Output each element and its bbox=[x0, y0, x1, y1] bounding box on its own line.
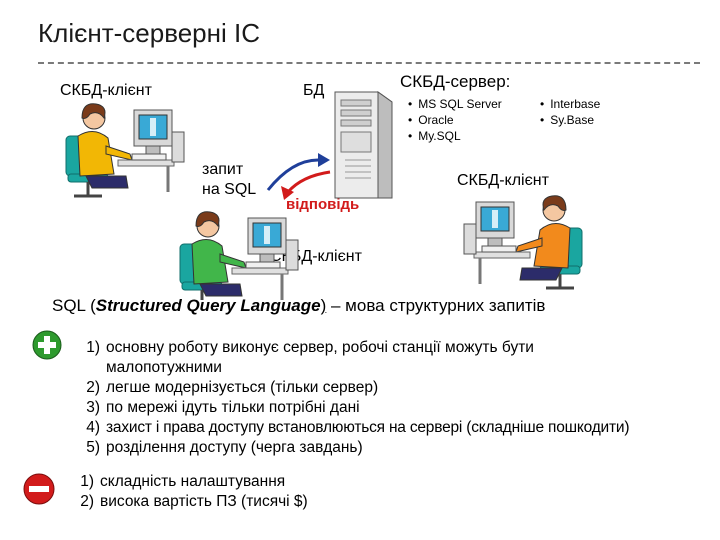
request-arrow bbox=[266, 158, 319, 191]
client-label-right: СКБД-клієнт bbox=[457, 172, 549, 189]
client-label-top: СКБД-клієнт bbox=[60, 82, 152, 99]
sql-full-name: Structured Query Language bbox=[95, 296, 321, 315]
client-workstation-right bbox=[463, 195, 583, 290]
product-item: MS SQL Server bbox=[408, 96, 502, 112]
request-label: запит на SQL bbox=[202, 160, 256, 200]
advantages-list: 1)основну роботу виконує сервер, робочі … bbox=[68, 338, 629, 458]
server-tower bbox=[334, 91, 393, 199]
response-label: відповідь bbox=[286, 196, 360, 213]
list-item: 1)складність налаштування bbox=[80, 473, 286, 490]
sql-description: – мова структурних запитів bbox=[326, 296, 546, 315]
list-item: малопотужними bbox=[106, 359, 222, 376]
sql-close: ) bbox=[320, 296, 327, 315]
sql-definition: SQL (Structured Query Language) – мова с… bbox=[52, 296, 545, 316]
list-item: 3)по мережі ідуть тільки потрібні дані bbox=[86, 399, 360, 416]
product-item: Oracle bbox=[408, 112, 502, 128]
disadvantages-list: 1)складність налаштування 2)висока варті… bbox=[62, 472, 308, 512]
response-arrow bbox=[286, 170, 331, 194]
sql-abbr: SQL ( bbox=[52, 296, 96, 315]
client-server-diagram: .shirt{fill:#f2b705} bbox=[64, 91, 583, 300]
server-label: СКБД-сервер: bbox=[400, 72, 511, 91]
product-item: Interbase bbox=[540, 96, 600, 112]
plus-icon bbox=[32, 330, 62, 360]
minus-icon bbox=[23, 473, 55, 505]
request-label-line1: запит bbox=[202, 161, 244, 178]
list-item: 4)захист і права доступу встановлюються … bbox=[86, 419, 630, 436]
list-item: 2)висока вартість ПЗ (тисячі $) bbox=[80, 493, 308, 510]
list-item: 1)основну роботу виконує сервер, робочі … bbox=[86, 339, 534, 356]
client-workstation-top-left: .shirt{fill:#f2b705} bbox=[64, 102, 186, 198]
server-products-col1: MS SQL Server Oracle My.SQL bbox=[408, 96, 502, 144]
request-label-line2: на SQL bbox=[202, 181, 257, 198]
title-divider bbox=[38, 62, 700, 64]
product-item: Sy.Base bbox=[540, 112, 600, 128]
server-products-col2: Interbase Sy.Base bbox=[540, 96, 600, 128]
response-arrowhead bbox=[281, 186, 294, 200]
page-title: Клієнт-серверні ІС bbox=[38, 18, 261, 48]
request-arrowhead bbox=[318, 153, 330, 167]
db-label: БД bbox=[303, 82, 325, 99]
client-workstation-bottom bbox=[179, 211, 299, 300]
list-item: 5)розділення доступу (черга завдань) bbox=[86, 439, 363, 456]
product-item: My.SQL bbox=[408, 128, 502, 144]
list-item: 2)легше модернізується (тільки сервер) bbox=[86, 379, 379, 396]
